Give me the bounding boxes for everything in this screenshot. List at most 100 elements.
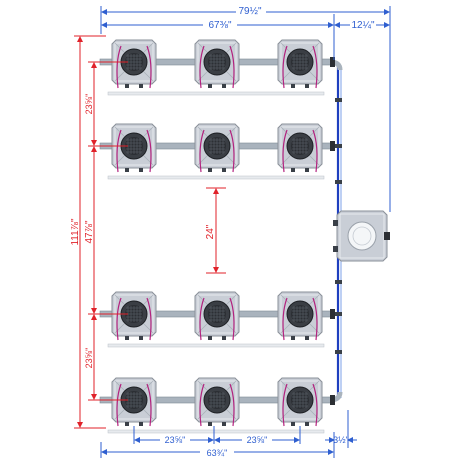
drip-tube [282,383,288,427]
lid-rib [309,126,320,137]
bucket-r4-c2 [194,377,240,427]
lid-rib [280,294,291,305]
bucket-r2-c2 [194,123,240,173]
lid-rib [309,380,320,391]
row-tray-1 [107,91,325,96]
lid-rib [309,323,320,334]
bucket-grid [111,39,323,427]
lid-rib [226,323,237,334]
bucket-lid-rim [280,380,320,420]
lid-rib [114,323,125,334]
bucket-r4-c1 [111,377,157,427]
bucket-r3-c3 [277,291,323,341]
drip-tube [199,45,205,89]
line-fitting-4 [335,280,342,284]
lid-rib [114,42,125,53]
lid-rib [114,126,125,137]
bucket-lid-rim [197,294,237,334]
row-end-cap-3 [330,309,335,319]
bucket-fitting [305,336,309,340]
bucket-r2-c1 [111,123,157,173]
bucket-fitting [208,84,212,88]
lid-rib [309,42,320,53]
lid-rib [280,71,291,82]
lid-rib [143,380,154,391]
lid-rib [226,409,237,420]
lid-rib [143,42,154,53]
controller-cap-ring [352,226,372,246]
lid-rib [143,155,154,166]
red-dimensions [74,35,226,429]
pipe-network [99,57,344,434]
lid-rib [280,409,291,420]
row-tray-3 [107,343,325,348]
bucket-fitting [125,336,129,340]
bucket-r3-c1 [111,291,157,341]
lid-rib [226,71,237,82]
lid-rib [226,380,237,391]
label-overall-height: 111⅞" [70,218,81,246]
bucket-r3-c2 [194,291,240,341]
row-tray-4 [107,429,325,434]
lid-rib [226,155,237,166]
label-inner-height: 47⅞" [84,220,95,243]
bucket-r4-c3 [277,377,323,427]
bucket-r1-c2 [194,39,240,89]
lid-rib [197,294,208,305]
lid-rib [197,380,208,391]
lid-rib [280,126,291,137]
controller-outlet [333,246,338,252]
controller-cap-icon [347,221,377,251]
bucket-fitting [222,336,226,340]
line-fitting-2 [335,144,342,148]
lid-rib [197,71,208,82]
bucket-fitting [305,422,309,426]
bucket-fitting [305,84,309,88]
bucket-fitting [139,422,143,426]
bucket-fitting [125,422,129,426]
lid-rib [280,42,291,53]
label-controller-offset: 12¼" [351,19,374,31]
bucket-fitting [208,336,212,340]
lid-rib [226,294,237,305]
bucket-lid-rim [197,380,237,420]
drip-tube [312,297,318,341]
drip-tube [282,129,288,173]
lid-rib [143,409,154,420]
lid-rib [197,323,208,334]
drip-tube [146,129,152,173]
lid-rib [280,323,291,334]
drip-tube [146,45,152,89]
row-tray-2 [107,175,325,180]
lid-rib [280,155,291,166]
bucket-fitting [291,168,295,172]
drip-tube [282,297,288,341]
drip-tube [312,383,318,427]
lid-rib [143,71,154,82]
drip-tube [116,45,122,89]
bucket-lid-rim [280,294,320,334]
lid-rib [114,380,125,391]
drip-tube [146,297,152,341]
drip-tube [199,297,205,341]
bucket-lid-rim [197,42,237,82]
bucket-fitting [139,168,143,172]
lid-rib [114,155,125,166]
label-col-spacing-left: 23⅝" [165,435,186,445]
lid-rib [114,71,125,82]
bucket-fitting [291,336,295,340]
row-end-cap-1 [330,57,335,67]
label-col-spacing-right: 23⅝" [247,435,268,445]
lid-rib [197,155,208,166]
lid-rib [309,71,320,82]
bucket-lid-rim [197,126,237,166]
drip-tube [199,129,205,173]
label-overall-width: 79½" [238,6,261,17]
lid-rib [197,42,208,53]
blue-dimensions [100,6,391,458]
bucket-fitting [139,84,143,88]
line-fitting-5 [335,312,342,316]
bucket-fitting [139,336,143,340]
bucket-fitting [305,168,309,172]
bucket-fitting [291,422,295,426]
